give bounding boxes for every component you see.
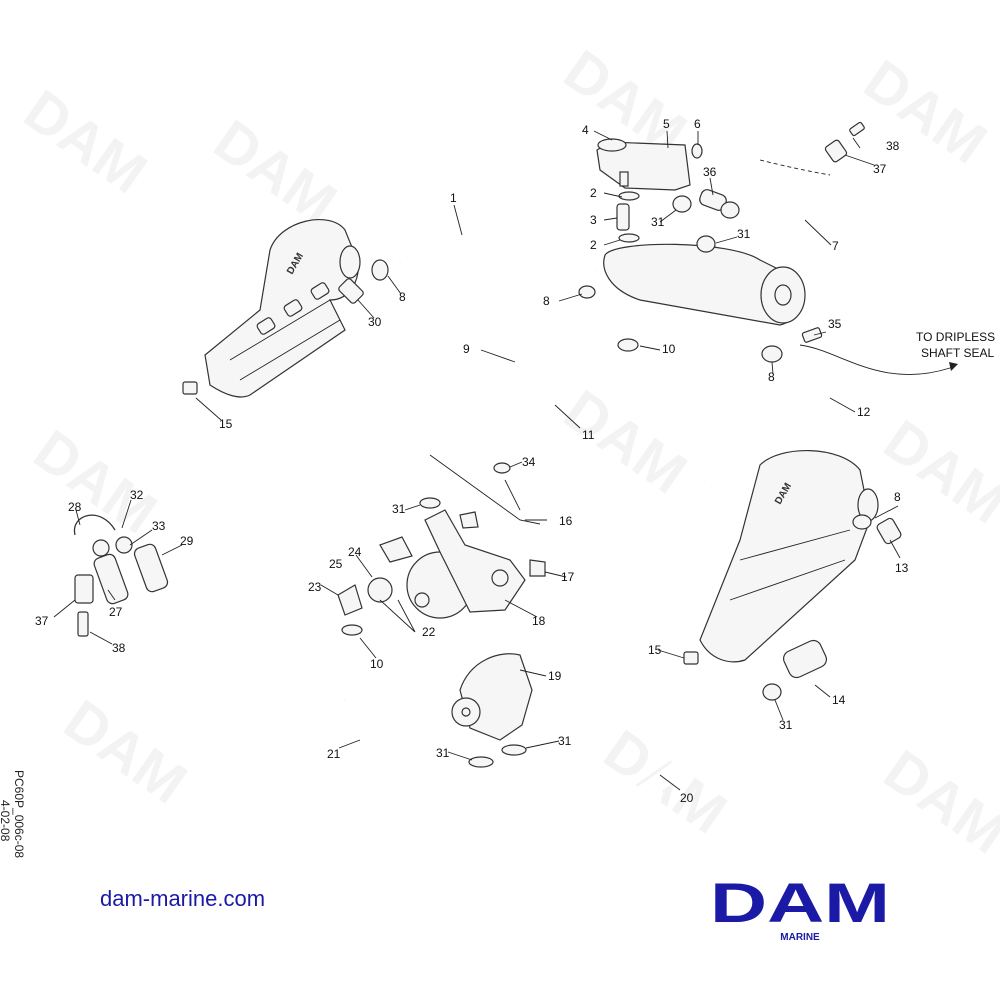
callout-8: 8 <box>399 290 406 304</box>
callout-7: 7 <box>832 239 839 253</box>
callout-14: 14 <box>832 693 846 707</box>
logo-wordmark: DAM <box>710 878 890 934</box>
callout-31: 31 <box>737 227 751 241</box>
callout-31: 31 <box>651 215 665 229</box>
callout-37: 37 <box>35 614 49 628</box>
leader-lines <box>53 130 958 791</box>
sea-water-pump <box>379 509 526 619</box>
callout-35: 35 <box>828 317 842 331</box>
logo-subtext: MARINE <box>780 932 820 942</box>
callout-2: 2 <box>590 186 597 200</box>
heat-exchanger <box>603 243 806 326</box>
callout-30: 30 <box>368 315 382 329</box>
callout-31: 31 <box>558 734 572 748</box>
watermark-text: DAM <box>873 407 1000 536</box>
note-line-2: SHAFT SEAL <box>921 346 994 360</box>
callout-36: 36 <box>703 165 717 179</box>
lower-hose-loops <box>226 147 951 877</box>
callout-15: 15 <box>648 643 662 657</box>
callout-32: 32 <box>130 488 144 502</box>
callout-labels: 1 2 2 3 4 5 6 7 8 8 8 8 9 10 10 11 12 13… <box>35 117 909 805</box>
callout-28: 28 <box>68 500 82 514</box>
watermark-text: DAM <box>553 377 698 506</box>
callout-31: 31 <box>392 502 406 516</box>
callout-12: 12 <box>857 405 871 419</box>
callout-19: 19 <box>548 669 562 683</box>
callout-31: 31 <box>779 718 793 732</box>
coolant-reservoir <box>596 138 691 191</box>
callout-8: 8 <box>894 490 901 504</box>
callout-33: 33 <box>152 519 166 533</box>
callout-8: 8 <box>543 294 550 308</box>
callout-23: 23 <box>308 580 322 594</box>
watermark-layer: DAM DAM DAM DAM DAM DAM DAM DAM DAM DAM <box>13 37 1000 866</box>
callout-21: 21 <box>327 747 341 761</box>
callout-1: 1 <box>450 191 457 205</box>
callout-6: 6 <box>694 117 701 131</box>
watermark-text: DAM <box>23 417 168 546</box>
hose-clamps <box>92 143 872 768</box>
callout-25: 25 <box>329 557 343 571</box>
callout-9: 9 <box>463 342 470 356</box>
callout-37: 37 <box>873 162 887 176</box>
callout-17: 17 <box>561 570 575 584</box>
drawing-date: 4-02-08 <box>0 800 12 842</box>
callout-27: 27 <box>109 605 123 619</box>
callout-4: 4 <box>582 123 589 137</box>
exhaust-manifold-left: DAM <box>204 219 361 398</box>
callout-31: 31 <box>436 746 450 760</box>
note-line-1: TO DRIPLESS <box>916 330 995 344</box>
watermark-text: DAM <box>53 687 198 816</box>
callout-13: 13 <box>895 561 909 575</box>
callout-8: 8 <box>768 370 775 384</box>
watermark-text: DAM <box>203 107 348 236</box>
callout-11: 11 <box>582 428 595 442</box>
watermark-text: DAM <box>853 47 998 176</box>
callout-15: 15 <box>219 417 233 431</box>
small-parts <box>73 121 902 679</box>
callout-29: 29 <box>180 534 194 548</box>
callout-16: 16 <box>559 514 573 528</box>
callout-10: 10 <box>662 342 676 356</box>
watermark-text: DAM <box>13 77 158 206</box>
callout-22: 22 <box>422 625 436 639</box>
callout-18: 18 <box>532 614 546 628</box>
callout-2: 2 <box>590 238 597 252</box>
callout-10: 10 <box>370 657 384 671</box>
callout-5: 5 <box>663 117 670 131</box>
watermark-text: DAM <box>873 737 1000 866</box>
dam-marine-logo: DAM MARINE <box>710 878 890 942</box>
callout-24: 24 <box>348 545 362 559</box>
website-link[interactable]: dam-marine.com <box>100 886 266 911</box>
callout-20: 20 <box>680 791 694 805</box>
circulation-pump <box>451 653 533 741</box>
callout-38: 38 <box>112 641 126 655</box>
exhaust-manifold-right: DAM <box>699 449 879 663</box>
callout-38: 38 <box>886 139 900 153</box>
drawing-code: PC60P_006c-08 <box>12 770 26 858</box>
callout-34: 34 <box>522 455 536 469</box>
callout-3: 3 <box>590 213 597 227</box>
